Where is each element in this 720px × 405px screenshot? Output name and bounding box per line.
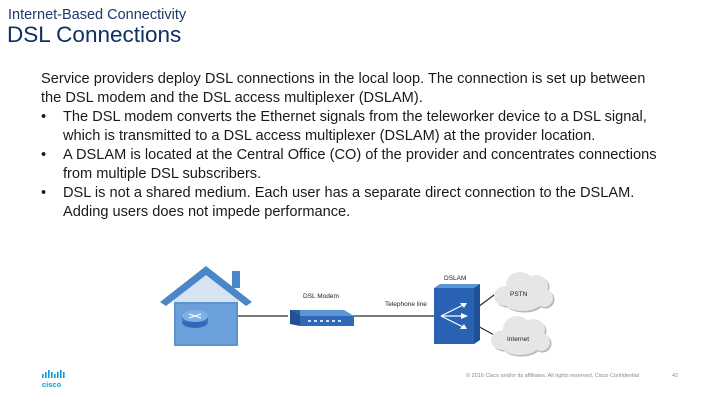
bullet-text: DSL is not a shared medium. Each user ha… [63,185,635,220]
cisco-logo: cisco [42,370,65,389]
intro-paragraph: Service providers deploy DSL connections… [41,71,646,106]
dslam-icon [434,284,480,344]
house-icon [160,266,252,346]
bullet-item: • The DSL modem converts the Ethernet si… [41,108,661,146]
bullet-item: • A DSLAM is located at the Central Offi… [41,146,661,184]
footer-copyright: © 2016 Cisco and/or its affiliates. All … [466,373,640,379]
pstn-cloud-icon [494,272,555,313]
internet-label: Internet [507,336,529,343]
bullet-text: The DSL modem converts the Ethernet sign… [63,109,647,144]
bullet-text: A DSLAM is located at the Central Office… [63,147,657,182]
dsl-network-diagram: DSL Modem Telephone line DSLAM [160,266,555,357]
slide-title: DSL Connections [7,22,182,47]
page-number: 42 [672,373,679,379]
dsl-modem-icon [290,310,354,326]
internet-cloud-icon [491,316,552,357]
dslam-label: DSLAM [444,275,466,282]
slide-body: Service providers deploy DSL connections… [41,70,661,222]
telephone-line-label: Telephone line [385,301,427,308]
bullet-marker: • [41,147,47,163]
modem-label: DSL Modem [303,293,339,300]
pstn-label: PSTN [510,291,528,298]
bullet-marker: • [41,109,47,125]
bullet-item: • DSL is not a shared medium. Each user … [41,184,661,222]
cisco-logo-text: cisco [42,380,62,389]
slide-kicker: Internet-Based Connectivity [8,7,187,23]
bullet-marker: • [41,185,47,201]
